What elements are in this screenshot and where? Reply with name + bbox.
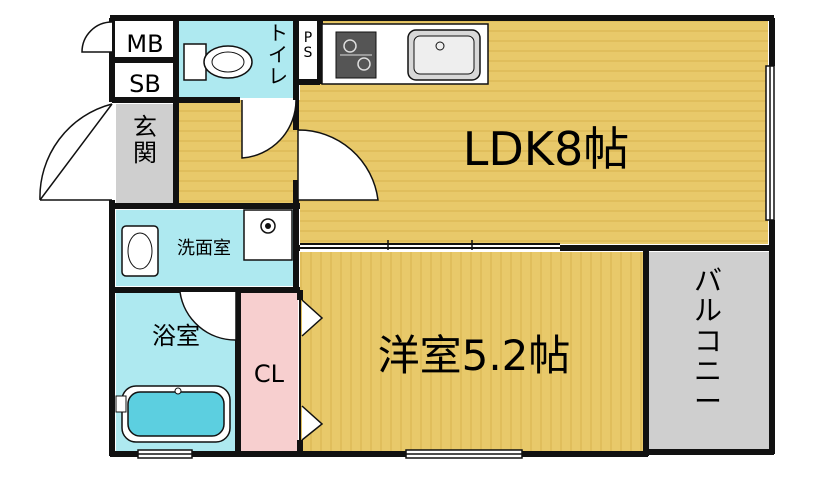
closet-floor [240, 292, 298, 452]
sb-label: SB [129, 70, 161, 98]
kitchen-counter [321, 23, 489, 85]
closet-label: CL [254, 360, 285, 388]
washroom-label: 洗面室 [177, 238, 231, 259]
mb-label: MB [126, 30, 163, 58]
washing-machine-icon [243, 204, 293, 261]
balcony-label: バルコニー [694, 264, 722, 418]
thin-walls [299, 247, 645, 452]
windows [137, 65, 775, 459]
balcony-floor [648, 252, 772, 450]
toilet-icon [183, 43, 253, 81]
western-room-floor [300, 252, 644, 452]
entrance-floor [116, 104, 174, 204]
sb-box [116, 62, 174, 98]
door-swings [36, 21, 560, 441]
mb-box [116, 20, 174, 58]
entrance-label: 玄関 [133, 113, 157, 167]
wash-basin-icon [121, 225, 159, 277]
ps-box [296, 20, 318, 80]
bathtub-icon [115, 385, 231, 443]
stove-icon [335, 31, 377, 79]
toilet-label: トイレ [268, 21, 288, 88]
sink-icon [407, 29, 481, 81]
ldk-label: LDK8帖 [463, 122, 629, 176]
bath-label: 浴室 [152, 322, 200, 350]
western-room-label: 洋室5.2帖 [378, 331, 571, 380]
